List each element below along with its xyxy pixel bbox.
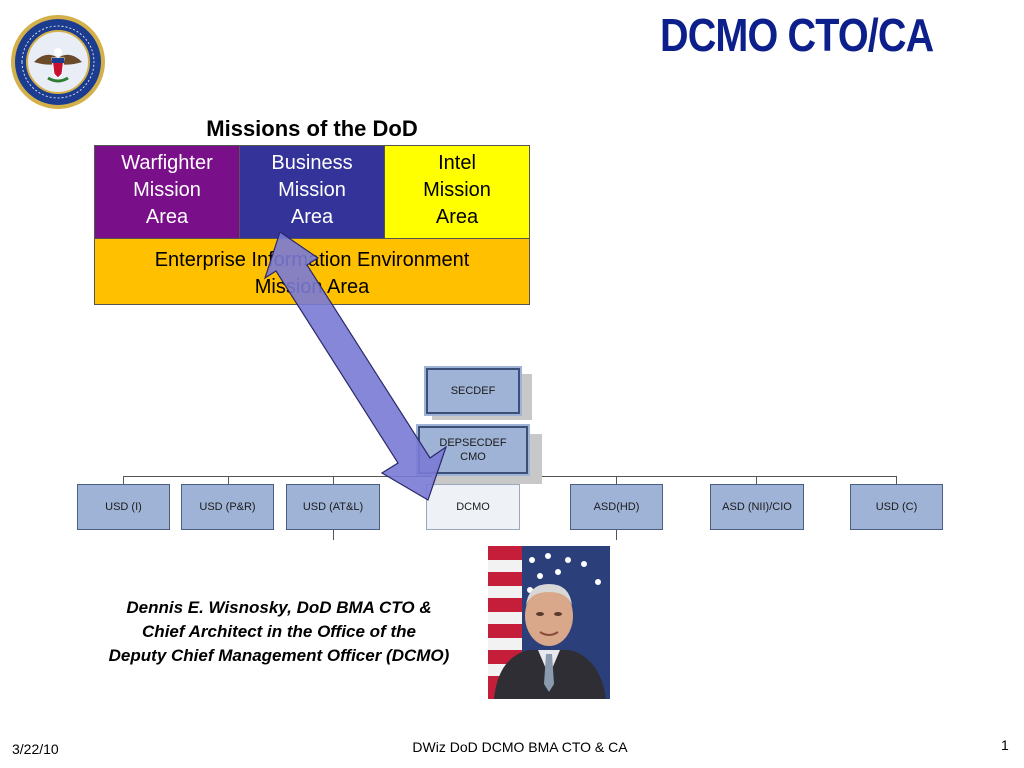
page-number: 1 bbox=[1001, 737, 1009, 753]
connector-drop-asd-hd bbox=[616, 476, 617, 484]
connector-drop-usd-i bbox=[123, 476, 124, 484]
connector-drop-asd-nii bbox=[756, 476, 757, 484]
caption-line-1: Dennis E. Wisnosky, DoD BMA CTO & bbox=[126, 598, 432, 617]
depsecdef-cmo-box: DEPSECDEF CMO bbox=[416, 424, 530, 476]
connector-drop-usd-c bbox=[896, 476, 897, 484]
usd-i-box: USD (I) bbox=[77, 484, 170, 530]
business-mission-area: Business Mission Area bbox=[239, 145, 385, 239]
usd-c-box: USD (C) bbox=[850, 484, 943, 530]
connector-below-usd-atl bbox=[333, 530, 334, 540]
dod-seal-icon bbox=[10, 14, 106, 110]
missions-heading: Missions of the DoD bbox=[206, 116, 418, 141]
footer-center-text: DWiz DoD DCMO BMA CTO & CA bbox=[412, 739, 628, 755]
connector-drop-usd-atl bbox=[333, 476, 334, 484]
usd-atl-box: USD (AT&L) bbox=[286, 484, 380, 530]
connector-below-asd-hd bbox=[616, 530, 617, 540]
warfighter-mission-area: Warfighter Mission Area bbox=[94, 145, 240, 239]
portrait-photo bbox=[488, 546, 610, 699]
dcmo-box: DCMO bbox=[426, 484, 520, 530]
asd-hd-box: ASD(HD) bbox=[570, 484, 663, 530]
person-caption: Dennis E. Wisnosky, DoD BMA CTO & Chief … bbox=[78, 596, 480, 668]
secdef-box: SECDEF bbox=[424, 366, 522, 416]
slide-title: DCMO CTO/CA bbox=[660, 9, 934, 61]
footer-date: 3/22/10 bbox=[12, 741, 59, 757]
intel-mission-area: Intel Mission Area bbox=[384, 145, 530, 239]
asd-nii-cio-box: ASD (NII)/CIO bbox=[710, 484, 804, 530]
enterprise-info-env-mission-area: Enterprise Information Environment Missi… bbox=[94, 238, 530, 305]
caption-line-2: Chief Architect in the Office of the bbox=[142, 622, 416, 641]
caption-line-3: Deputy Chief Management Officer (DCMO) bbox=[108, 646, 450, 665]
usd-pr-box: USD (P&R) bbox=[181, 484, 274, 530]
connector-drop-usd-pr bbox=[228, 476, 229, 484]
